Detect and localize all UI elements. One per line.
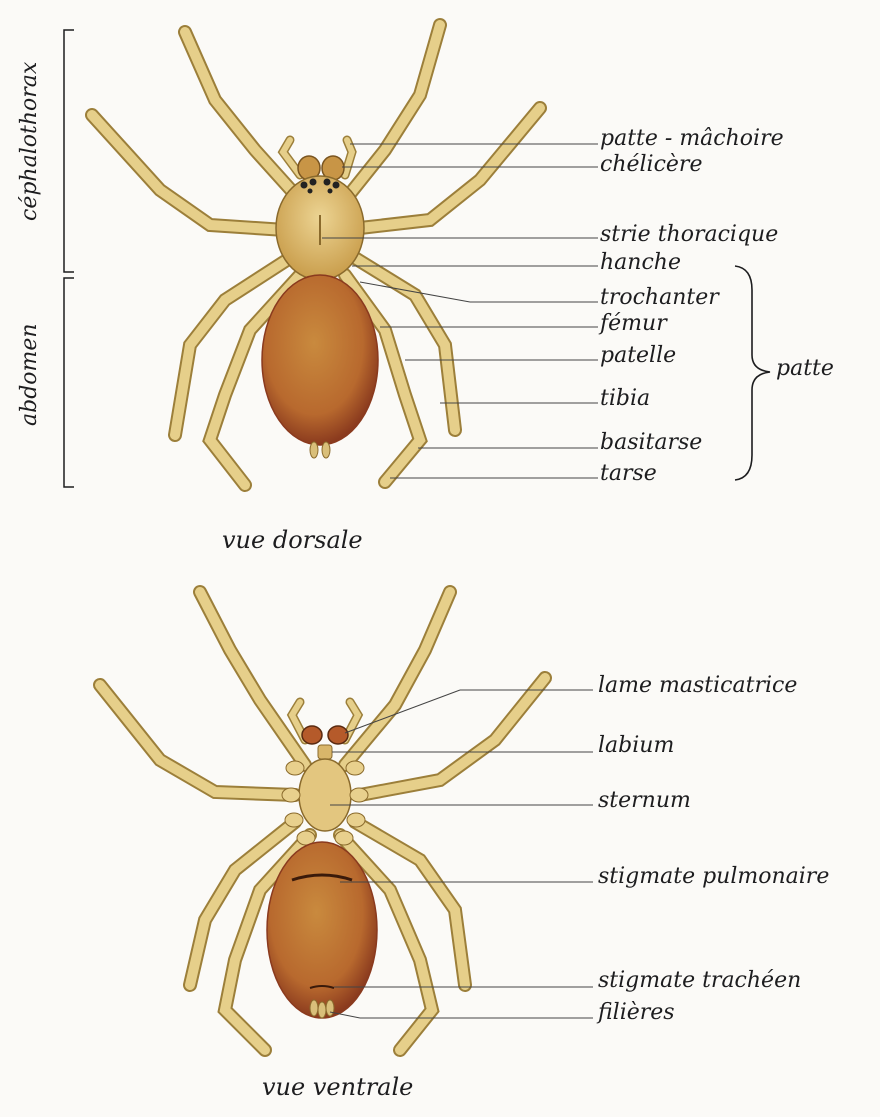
region-label-cephalothorax: céphalothorax [19,111,41,221]
dorsal-leg-r1 [345,25,440,200]
ventral-mouthparts [302,726,348,759]
label-patella: patelle [600,345,676,367]
label-metatarsus: basitarse [600,432,702,454]
label-labium: labium [598,735,674,757]
caption-ventral-view: vue ventrale [262,1075,413,1099]
dorsal-abdomen [262,275,378,445]
label-tracheal-spiracle: stigmate trachéen [598,970,801,992]
label-endite: lame masticatrice [598,675,797,697]
label-trochanter: trochanter [600,287,719,309]
dorsal-leg-brace [735,266,770,480]
label-spinnerets: filières [598,1002,675,1024]
label-book-lung: stigmate pulmonaire [598,866,829,888]
label-coxa: hanche [600,252,681,274]
label-tibia: tibia [600,388,650,410]
dorsal-region-brackets [64,30,74,487]
ventral-sternum [299,759,351,831]
label-tarsus: tarse [600,463,657,485]
ventral-view [100,592,593,1050]
label-chelicera: chélicère [600,154,702,176]
ventral-abdomen [267,842,377,1018]
region-label-abdomen: abdomen [19,336,41,426]
label-sternum: sternum [598,790,691,812]
label-pedipalp: patte - mâchoire [600,128,784,150]
label-leg-group: patte [776,358,834,380]
caption-dorsal-view: vue dorsale [222,528,363,552]
label-femur: fémur [600,313,667,335]
ventral-spinnerets [310,1000,334,1018]
label-thoracic-groove: strie thoracique [600,224,778,246]
